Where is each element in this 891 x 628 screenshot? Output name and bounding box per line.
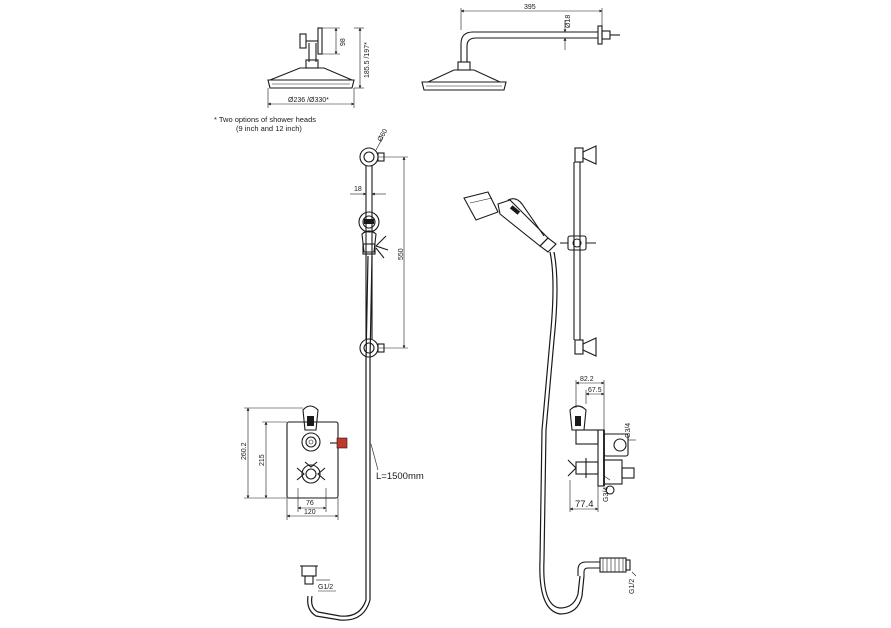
shower-head-note-line1: * Two options of shower heads bbox=[214, 115, 316, 124]
shower-arm-side-view: 395 Ø18 bbox=[421, 4, 620, 91]
slide-rail-front-view: 550 18 Ø60 L=1500mm bbox=[307, 128, 424, 621]
dim-head-arm-height: 98 bbox=[340, 38, 347, 46]
wall-elbow-front-view: G1/2 bbox=[300, 565, 336, 592]
shower-head-note-line2: (9 inch and 12 inch) bbox=[236, 124, 302, 133]
dim-valve-total-width: 120 bbox=[304, 509, 316, 516]
dim-head-total-height: 185.5 /197* bbox=[364, 42, 371, 78]
dim-valve-height-outer: 260.2 bbox=[241, 442, 248, 460]
dim-rail-length: 550 bbox=[398, 248, 405, 260]
label-hose-length: L=1500mm bbox=[376, 471, 424, 482]
dim-valve-height-inner: 215 bbox=[259, 454, 266, 466]
dim-head-diameter: Ø236 /Ø330* bbox=[288, 97, 329, 104]
wall-elbow-side-view: G1/2 bbox=[577, 557, 637, 594]
dim-rail-offset: 18 bbox=[354, 186, 362, 193]
dim-side-depth-inner: 67.5 bbox=[588, 387, 602, 394]
dim-valve-plate-width: 76 bbox=[306, 500, 314, 507]
shower-head-front-view: 98 185.5 /197* Ø236 /Ø330* bbox=[267, 27, 371, 108]
dim-elbow-thread-left: G1/2 bbox=[318, 584, 333, 591]
dim-side-bottom-depth: 77.4 bbox=[575, 499, 594, 510]
dim-bracket-diameter: Ø60 bbox=[377, 128, 390, 143]
dim-arm-length: 395 bbox=[524, 4, 536, 11]
assembly-side-view: 82.2 67.5 G3/4 G3/4 77.4 bbox=[463, 145, 636, 615]
dim-elbow-thread-right: G1/2 bbox=[629, 579, 636, 594]
dim-side-depth-outer: 82.2 bbox=[580, 376, 594, 383]
valve-front-view: 260.2 215 76 120 bbox=[241, 405, 348, 520]
dim-side-outlet-upper: G3/4 bbox=[625, 423, 632, 438]
dim-arm-pipe-diameter: Ø18 bbox=[565, 15, 572, 28]
dim-side-outlet-lower: G3/4 bbox=[603, 487, 610, 502]
